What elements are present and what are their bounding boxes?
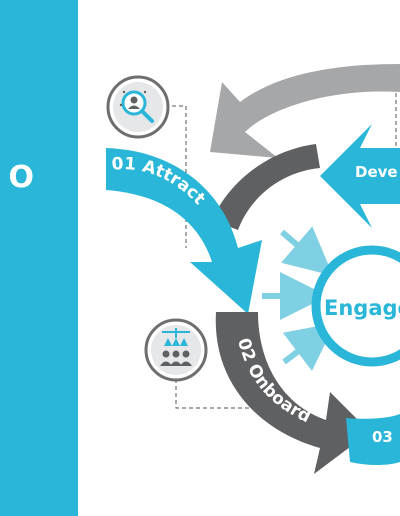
engage-label: Engage <box>324 296 400 320</box>
side-panel: O <box>0 0 78 516</box>
develop-gray-arrow <box>210 64 400 158</box>
develop-blue-arrow: Deve <box>320 124 400 228</box>
stage3-arrow: 03 <box>346 414 400 465</box>
team-org-chart-icon <box>144 318 208 382</box>
recruit-search-icon <box>106 75 170 139</box>
engage-circle: Engage <box>311 245 400 367</box>
center-pointer-arrows <box>262 226 336 371</box>
attract-arrow: 01 Attract <box>106 148 262 314</box>
side-panel-text: O <box>8 160 34 195</box>
develop-label: Deve <box>355 163 398 181</box>
stage3-label: 03 <box>372 428 393 446</box>
inner-dark-band <box>212 144 320 230</box>
